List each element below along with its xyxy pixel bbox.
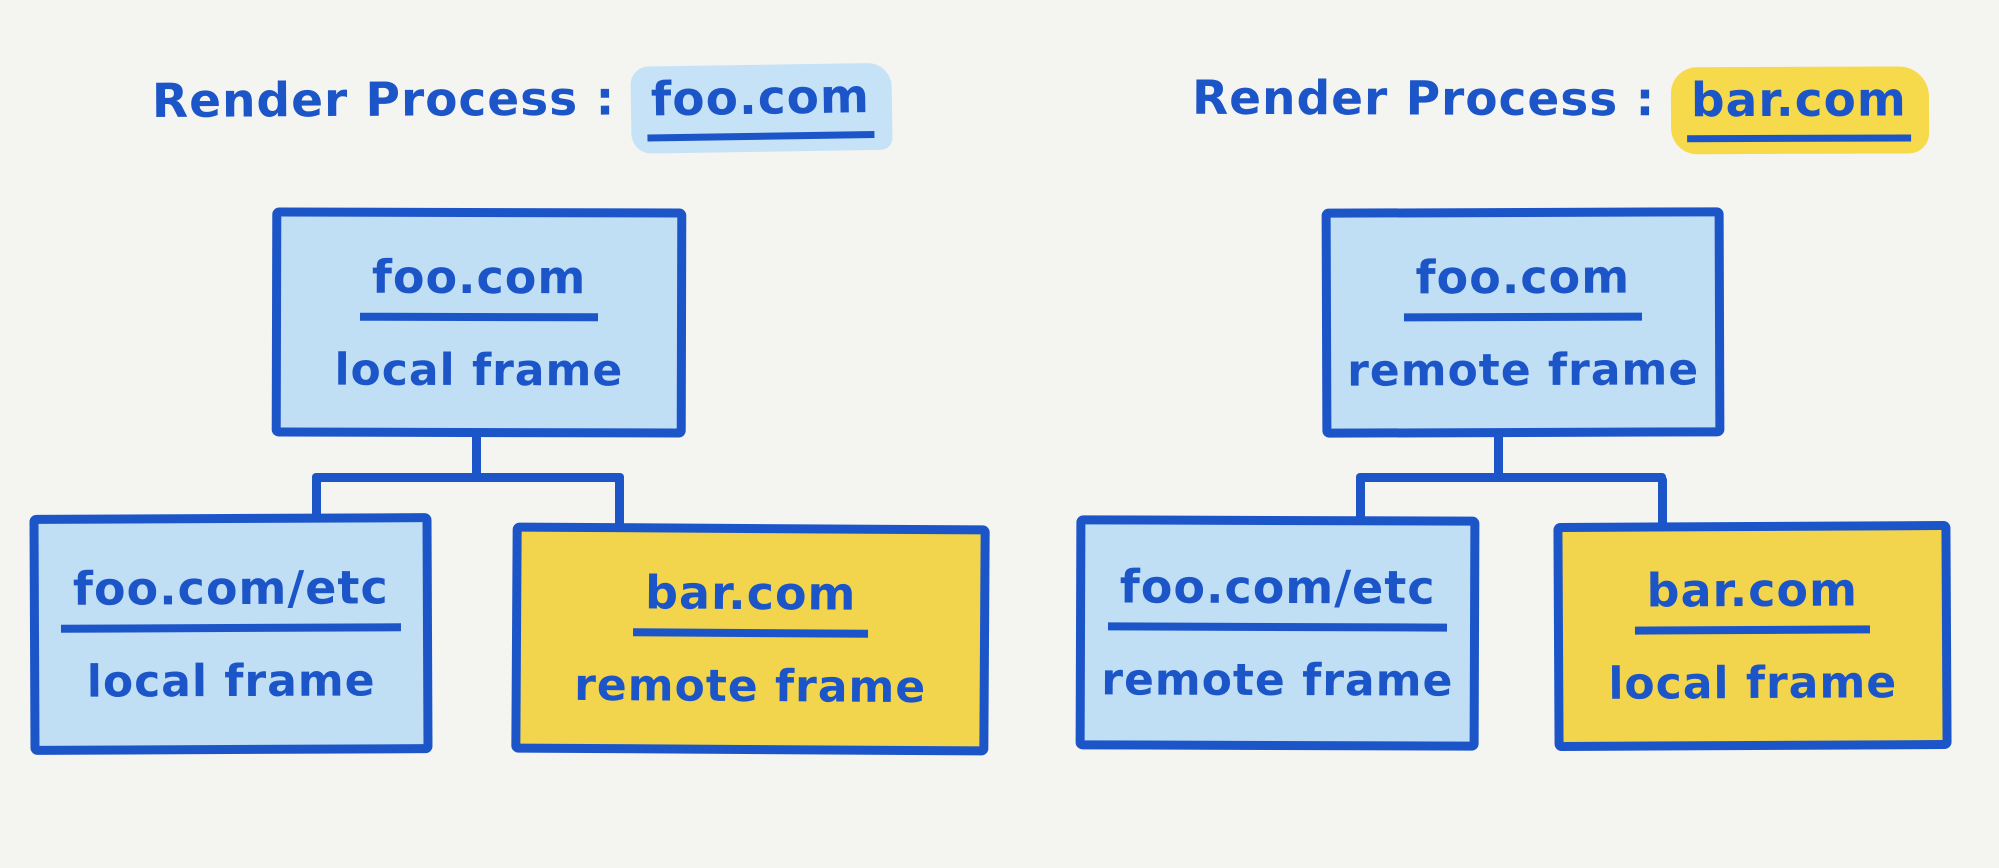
frame-node-child: foo.com/etc local frame (29, 513, 433, 755)
frame-node-child: bar.com local frame (1553, 520, 1952, 752)
tree-title-bar: Render Process : bar.com (1191, 65, 1930, 155)
connector-stem (472, 432, 481, 482)
connector-crossbar (1356, 473, 1666, 482)
connector-drop-right (615, 476, 624, 530)
connector-drop-left (312, 476, 321, 520)
domain-label: bar.com (1634, 562, 1871, 635)
frame-type-label: remote frame (1347, 343, 1700, 397)
title-prefix: Render Process : (151, 71, 616, 129)
connector-drop-left (1356, 476, 1365, 522)
frame-node-root: foo.com remote frame (1321, 207, 1725, 438)
tree-title-foo: Render Process : foo.com (151, 62, 894, 155)
frame-node-child: foo.com/etc remote frame (1075, 515, 1480, 751)
frame-type-label: local frame (334, 344, 624, 396)
title-prefix: Render Process : (1191, 70, 1656, 128)
frame-type-label: local frame (1608, 657, 1898, 710)
frame-node-root: foo.com local frame (271, 207, 687, 438)
frame-node-child: bar.com remote frame (511, 522, 990, 756)
domain-label: foo.com (359, 249, 599, 321)
frame-type-label: remote frame (1101, 654, 1454, 707)
title-domain-highlight: foo.com (630, 62, 894, 154)
connector-stem (1494, 432, 1503, 482)
title-domain: foo.com (646, 68, 875, 142)
domain-label: foo.com/etc (60, 560, 401, 633)
domain-label: bar.com (632, 565, 869, 638)
title-domain: bar.com (1687, 72, 1912, 143)
connector-drop-right (1658, 476, 1667, 528)
domain-label: foo.com/etc (1107, 559, 1448, 632)
frame-type-label: local frame (86, 655, 376, 708)
domain-label: foo.com (1403, 249, 1643, 321)
connector-crossbar (312, 473, 624, 482)
frame-type-label: remote frame (574, 659, 927, 714)
title-domain-highlight: bar.com (1671, 66, 1930, 155)
